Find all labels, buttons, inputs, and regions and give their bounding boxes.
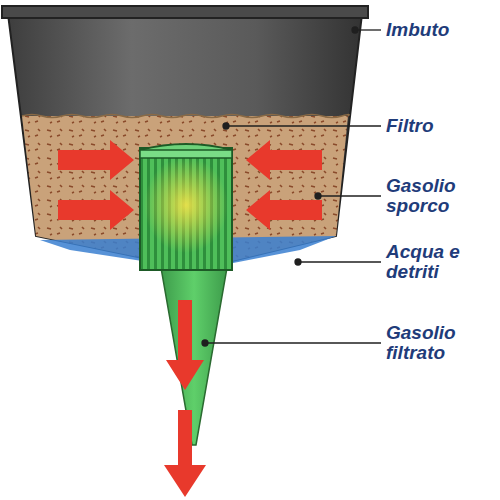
callout-label: Filtro [386,116,494,136]
callout-label: Imbuto [386,20,494,40]
callout-label: Acqua e detriti [386,242,494,282]
callout-label: Gasolio filtrato [386,323,494,363]
callout-label: Gasolio sporco [386,176,494,216]
